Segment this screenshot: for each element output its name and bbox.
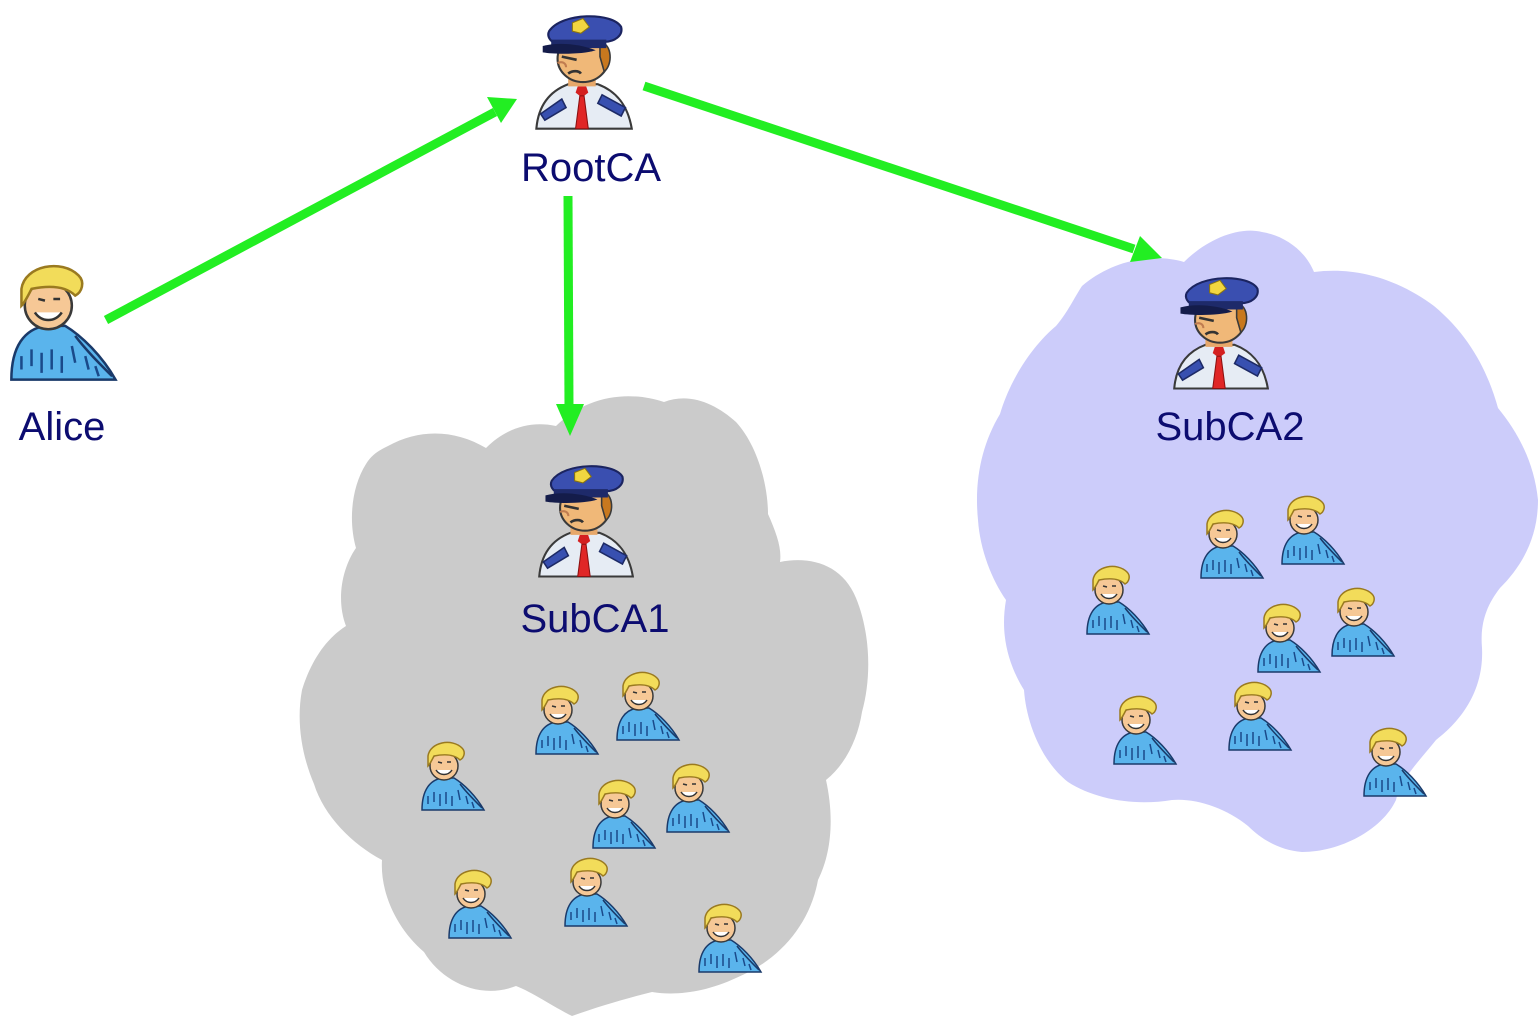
arrow-rootca-to-subca2 xyxy=(642,81,1136,254)
subca1-cloud xyxy=(299,396,869,1016)
arrow-alice-to-rootca xyxy=(103,108,498,324)
arrows-layer xyxy=(103,81,1162,436)
alice-label: Alice xyxy=(19,405,106,449)
subca2-cloud xyxy=(976,230,1538,852)
alice-user-icon xyxy=(10,264,117,381)
rootca-officer-icon xyxy=(535,14,634,131)
subca1-label: SubCA1 xyxy=(521,597,670,641)
subca2-label: SubCA2 xyxy=(1156,405,1305,449)
rootca-label: RootCA xyxy=(521,146,661,190)
arrowhead-subca1 xyxy=(556,404,584,436)
arrow-rootca-to-subca1 xyxy=(563,195,574,409)
arrowhead-subca2 xyxy=(1130,236,1162,262)
arrowhead-rootca-from-alice xyxy=(487,97,517,123)
